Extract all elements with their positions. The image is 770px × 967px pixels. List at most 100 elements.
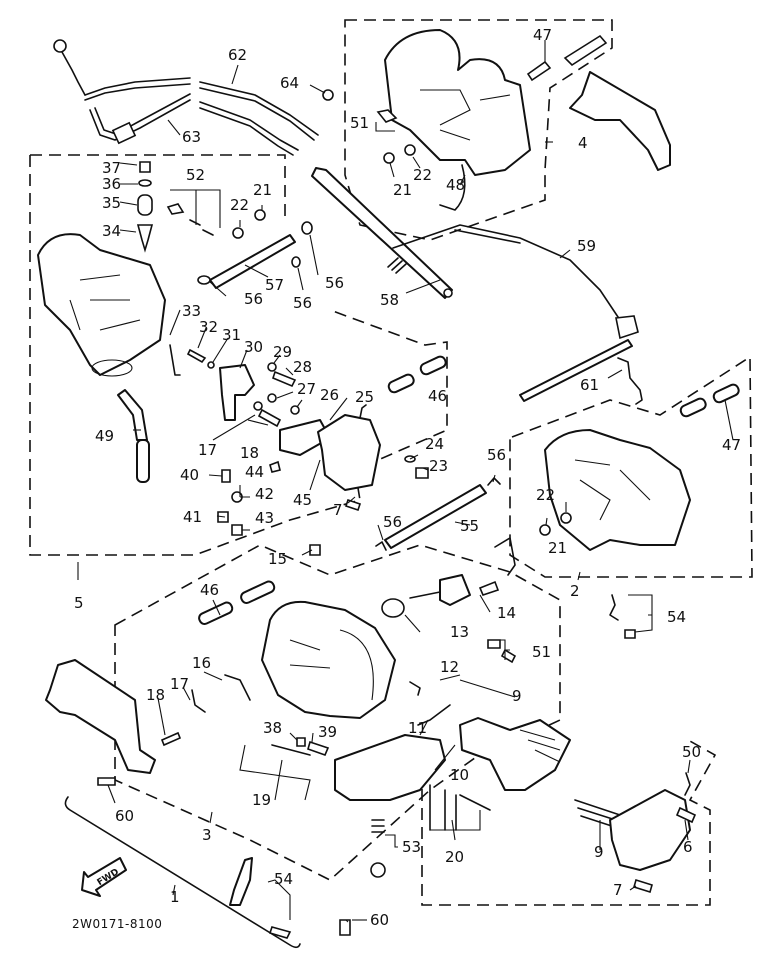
callout-15: 15: [268, 550, 287, 568]
washer-17a: [253, 401, 263, 411]
callout-56-b: 56: [244, 290, 263, 308]
chamber-45: [317, 414, 381, 491]
callout-61: 61: [580, 376, 599, 394]
diaphragm-13: [381, 598, 405, 618]
callout-44: 44: [245, 463, 264, 481]
callout-13: 13: [450, 623, 469, 641]
callout-22-left: 22: [230, 196, 249, 214]
callout-27: 27: [297, 380, 316, 398]
callout-18-bottom: 18: [146, 686, 165, 704]
screw-54a: [624, 629, 636, 639]
jet-44: [269, 460, 281, 473]
callout-9-top: 9: [512, 687, 522, 705]
callout-23: 23: [429, 457, 448, 475]
callout-33: 33: [182, 302, 201, 320]
callout-54-bottom: 54: [274, 870, 293, 888]
tube-45: [359, 404, 367, 419]
screw-21-right: [539, 524, 551, 536]
washer-22-left: [232, 227, 244, 239]
callout-25: 25: [355, 388, 374, 406]
screw-15: [309, 544, 321, 556]
spring-53: [371, 819, 385, 833]
needle-34: [136, 224, 154, 253]
callout-59: 59: [577, 237, 596, 255]
clip-56a: [197, 275, 211, 285]
callout-45: 45: [293, 491, 312, 509]
callout-30: 30: [244, 338, 263, 356]
group-box-2: [509, 355, 753, 578]
plate-14: [439, 574, 471, 606]
bracket-30: [219, 364, 255, 421]
callout-42: 42: [255, 485, 274, 503]
callout-57: 57: [265, 276, 284, 294]
callout-49: 49: [95, 427, 114, 445]
hose-46b2: [240, 580, 276, 604]
screw-21-left: [254, 209, 266, 221]
callout-43: 43: [255, 509, 274, 527]
callout-39: 39: [318, 723, 337, 741]
group-box-5: [29, 154, 448, 556]
plate-25: [279, 419, 331, 456]
bracket-arm: [569, 71, 671, 171]
callout-16: 16: [192, 654, 211, 672]
float-bowl: [334, 734, 446, 801]
pin-18b: [160, 731, 182, 747]
spring-13: [409, 591, 441, 599]
long-rod: [519, 339, 633, 402]
hose-49: [117, 389, 148, 441]
hose-49b: [136, 439, 150, 483]
clip-16: [224, 674, 251, 701]
fwd-arrow-icon: FWD: [81, 857, 127, 897]
lever-17b: [191, 689, 206, 713]
callout-37: 37: [102, 159, 121, 177]
link-plate: [615, 315, 639, 340]
callout-60-left: 60: [115, 807, 134, 825]
springs-52: [189, 219, 214, 236]
oring-36: [138, 179, 152, 187]
callout-63: 63: [182, 128, 201, 146]
jet-40: [221, 469, 231, 483]
cover-9: [609, 789, 691, 871]
group-box-4: [344, 19, 613, 241]
clip-56b: [301, 221, 313, 235]
callout-56-d: 56: [487, 446, 506, 464]
callout-10: 10: [450, 766, 469, 784]
callout-31: 31: [222, 326, 241, 344]
group-box-3: [114, 544, 561, 881]
callout-5: 5: [74, 594, 84, 612]
washer-27: [267, 393, 277, 403]
callout-7-mid: 7: [333, 501, 343, 519]
bracket-bottom: [45, 659, 156, 774]
spring-58: [387, 257, 407, 274]
nut-29: [267, 362, 277, 372]
hose-47b: [679, 397, 707, 418]
callout-22-right: 22: [536, 486, 555, 504]
callout-64: 64: [280, 74, 299, 92]
piston-10: [459, 717, 571, 791]
callout-21-right: 21: [548, 539, 567, 557]
needle-11: [417, 704, 451, 726]
screw-7a: [344, 498, 362, 512]
callout-54-right: 54: [667, 608, 686, 626]
drawing-code: 2W0171-8100: [72, 917, 162, 931]
callout-20: 20: [445, 848, 464, 866]
jet-43: [231, 524, 243, 536]
callout-46-mid: 46: [428, 387, 447, 405]
hose-46a2: [419, 355, 447, 376]
screw-54b: [268, 926, 292, 939]
hose-46a: [387, 373, 415, 394]
callout-17-bottom: 17: [170, 675, 189, 693]
carburetor-2: [544, 429, 691, 551]
carburetor-4: [384, 29, 608, 211]
screw-60b: [339, 919, 351, 936]
callout-36: 36: [102, 175, 121, 193]
callout-11: 11: [408, 719, 427, 737]
bolt-28: [272, 370, 297, 388]
bracket-54a: [609, 594, 619, 621]
callout-41: 41: [183, 508, 202, 526]
rod-55: [384, 484, 487, 549]
group-box-sub: [421, 739, 717, 906]
callout-60-bottom: 60: [370, 911, 389, 929]
callout-2: 2: [570, 582, 580, 600]
